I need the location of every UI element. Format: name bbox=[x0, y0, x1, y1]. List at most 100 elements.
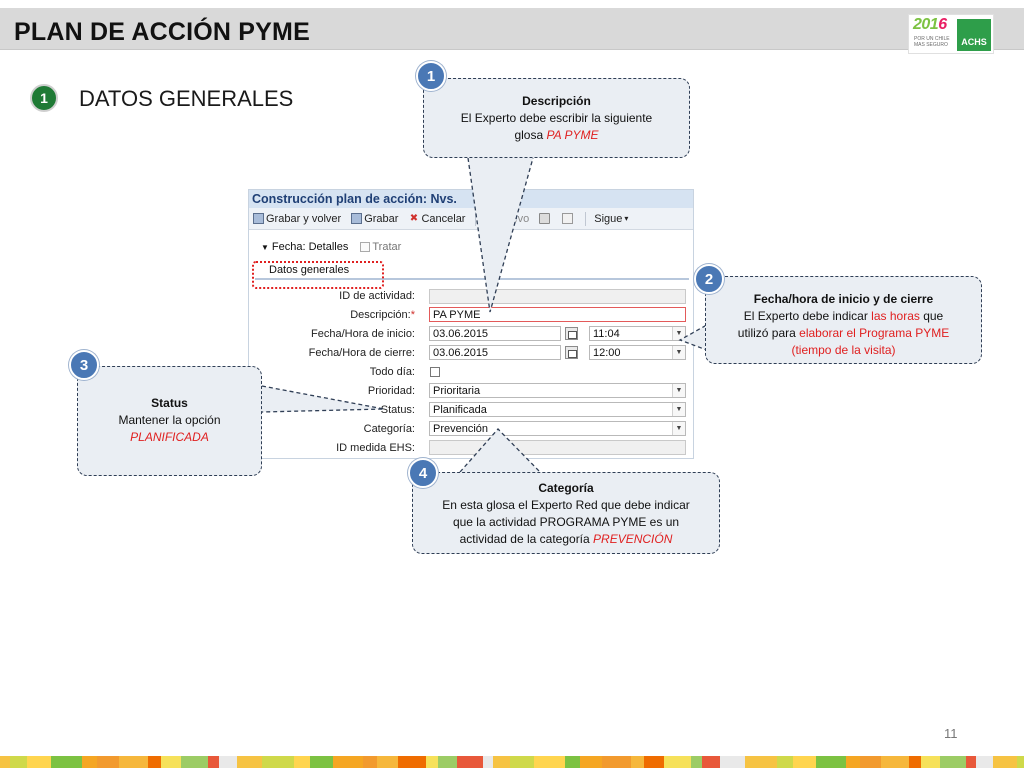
stripe-segment bbox=[483, 756, 493, 768]
stripe-segment bbox=[631, 756, 644, 768]
stripe-segment bbox=[510, 756, 534, 768]
logo-brand: ACHS bbox=[957, 19, 991, 51]
end-label: Fecha/Hora de cierre: bbox=[308, 347, 415, 359]
stripe-segment bbox=[363, 756, 377, 768]
description-label-text: Descripción: bbox=[350, 309, 411, 321]
chevron-down-icon[interactable]: ▼ bbox=[672, 327, 685, 340]
callout-1-line2-red: PA PYME bbox=[546, 128, 599, 142]
stripe-segment bbox=[976, 756, 993, 768]
callout-1-title: Descripción bbox=[522, 94, 591, 108]
cancel-label: Cancelar bbox=[421, 212, 466, 225]
callout-2-badge: 2 bbox=[694, 264, 724, 294]
stripe-segment bbox=[993, 756, 1017, 768]
start-date-field[interactable]: 03.06.2015 bbox=[429, 326, 561, 341]
stripe-segment bbox=[27, 756, 51, 768]
callout-4-line2: que la actividad PROGRAMA PYME es un bbox=[452, 515, 680, 529]
stripe-segment bbox=[82, 756, 97, 768]
save-button[interactable]: Grabar bbox=[351, 213, 398, 225]
status-value: Planificada bbox=[433, 404, 487, 416]
start-time-value: 11:04 bbox=[593, 328, 620, 340]
callout-1-badge: 1 bbox=[416, 61, 446, 91]
priority-select[interactable]: Prioritaria▼ bbox=[429, 383, 686, 398]
ehs-id-field[interactable] bbox=[429, 440, 686, 455]
callout-2-line1-red: las horas bbox=[871, 309, 920, 323]
stripe-segment bbox=[1017, 756, 1024, 768]
category-label: Categoría: bbox=[363, 423, 415, 435]
chevron-down-icon[interactable]: ▼ bbox=[672, 422, 685, 435]
chevron-down-icon: ▾ bbox=[624, 214, 629, 223]
callout-3-line1: Mantener la opción bbox=[118, 413, 221, 427]
delete-button[interactable] bbox=[539, 213, 552, 224]
stripe-segment bbox=[219, 756, 237, 768]
status-select[interactable]: Planificada ▼ bbox=[429, 402, 686, 417]
copy-icon bbox=[562, 213, 574, 224]
stripe-segment bbox=[262, 756, 294, 768]
end-time-field[interactable]: 12:00▼ bbox=[589, 345, 686, 360]
tab-fecha-detalles[interactable]: ▼Fecha: Detalles bbox=[261, 241, 348, 253]
toolbar-divider bbox=[475, 211, 477, 226]
callout-4-line1: En esta glosa el Experto Red que debe in… bbox=[442, 498, 690, 512]
stripe-segment bbox=[909, 756, 921, 768]
stripe-segment bbox=[702, 756, 720, 768]
copy-button[interactable] bbox=[562, 213, 575, 224]
logo-subtitle: POR UN CHILE MAS SEGURO bbox=[914, 36, 950, 48]
calendar-icon[interactable] bbox=[565, 346, 578, 359]
activity-id-label: ID de actividad: bbox=[339, 290, 415, 302]
callout-4-title: Categoría bbox=[538, 481, 594, 495]
callout-2-title: Fecha/hora de inicio y de cierre bbox=[753, 292, 934, 306]
start-time-field[interactable]: 11:04 ▼ bbox=[589, 326, 686, 341]
stripe-segment bbox=[97, 756, 119, 768]
tab-tratar[interactable]: Tratar bbox=[360, 241, 401, 253]
callout-status: Status Mantener la opción PLANIFICADA bbox=[77, 366, 262, 476]
category-select[interactable]: Prevención ▼ bbox=[429, 421, 686, 436]
chevron-down-icon[interactable]: ▼ bbox=[672, 346, 685, 359]
stripe-segment bbox=[208, 756, 219, 768]
stripe-segment bbox=[119, 756, 148, 768]
close-icon: ✖ bbox=[409, 213, 419, 224]
description-field[interactable]: PA PYME bbox=[429, 307, 686, 322]
chevron-down-icon[interactable]: ▼ bbox=[672, 384, 685, 397]
callout-4-line3-red: PREVENCIÓN bbox=[593, 532, 673, 546]
callout-4-badge: 4 bbox=[408, 458, 438, 488]
datos-generales-highlight bbox=[252, 261, 384, 289]
stripe-segment bbox=[777, 756, 793, 768]
stripe-segment bbox=[310, 756, 333, 768]
stripe-segment bbox=[377, 756, 398, 768]
activity-id-field[interactable] bbox=[429, 289, 686, 304]
section-number-badge: 1 bbox=[30, 84, 58, 112]
caret-down-icon: ▼ bbox=[261, 243, 269, 252]
all-day-checkbox[interactable] bbox=[430, 367, 440, 377]
stripe-segment bbox=[580, 756, 602, 768]
required-mark: * bbox=[410, 309, 415, 321]
category-value: Prevención bbox=[433, 423, 489, 435]
cancel-button[interactable]: ✖Cancelar bbox=[408, 212, 466, 225]
stripe-segment bbox=[745, 756, 777, 768]
stripe-segment bbox=[691, 756, 702, 768]
slide-title: PLAN DE ACCIÓN PYME bbox=[14, 18, 310, 46]
calendar-icon[interactable] bbox=[565, 327, 578, 340]
callout-3-line2-red: PLANIFICADA bbox=[130, 430, 209, 444]
status-label: Status: bbox=[380, 404, 415, 416]
callout-2-line2-red: elaborar el Programa PYME bbox=[799, 326, 950, 340]
callout-category: Categoría En esta glosa el Experto Red q… bbox=[412, 472, 720, 554]
save-close-icon bbox=[253, 213, 264, 224]
end-date-field[interactable]: 03.06.2015 bbox=[429, 345, 561, 360]
callout-4-line3-prefix: actividad de la categoría bbox=[459, 532, 594, 546]
stripe-segment bbox=[940, 756, 966, 768]
save-close-button[interactable]: Grabar y volver bbox=[253, 213, 341, 225]
stripe-segment bbox=[10, 756, 27, 768]
tab-strip: ▼Fecha: Detalles Tratar bbox=[255, 238, 689, 256]
stripe-segment bbox=[720, 756, 745, 768]
toolbar-divider bbox=[585, 211, 587, 226]
save-label: Grabar bbox=[364, 212, 399, 225]
trash-icon bbox=[539, 213, 551, 224]
chevron-down-icon[interactable]: ▼ bbox=[672, 403, 685, 416]
stripe-segment bbox=[438, 756, 457, 768]
next-menu-button[interactable]: Sigue▾ bbox=[594, 213, 628, 225]
stripe-segment bbox=[237, 756, 262, 768]
stripe-segment bbox=[398, 756, 426, 768]
new-button[interactable]: Nuevo bbox=[484, 213, 529, 225]
start-label: Fecha/Hora de inicio: bbox=[311, 328, 415, 340]
stripe-segment bbox=[181, 756, 208, 768]
stripe-segment bbox=[881, 756, 909, 768]
